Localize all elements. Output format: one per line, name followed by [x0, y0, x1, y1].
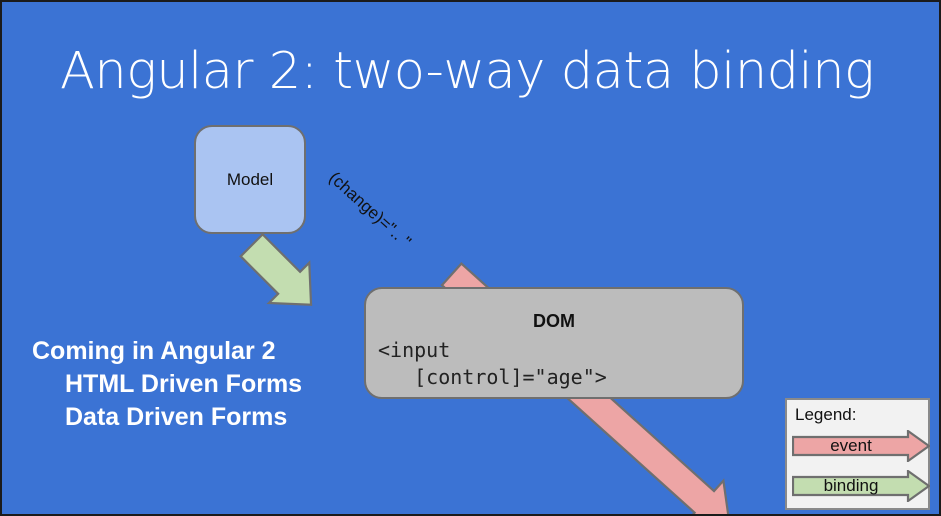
- event-arrow-label: (change)=".. ": [325, 168, 415, 252]
- coming-soon-block: Coming in Angular 2 HTML Driven Forms Da…: [32, 335, 302, 434]
- dom-box-code: <input [control]="age">: [378, 338, 607, 389]
- coming-soon-item-1: Data Driven Forms: [65, 403, 288, 431]
- legend-event-arrow-icon: [792, 430, 930, 462]
- legend-entry-event: event: [792, 430, 930, 462]
- model-box[interactable]: Model: [194, 125, 306, 234]
- dom-box-title: DOM: [533, 311, 575, 331]
- legend-box: Legend: event binding: [785, 398, 930, 510]
- legend-binding-arrow-icon: [792, 470, 930, 502]
- legend-title: Legend:: [795, 405, 857, 424]
- dom-box[interactable]: DOM <input [control]="age">: [364, 287, 744, 399]
- coming-soon-item-0: HTML Driven Forms: [65, 370, 303, 398]
- coming-soon-heading: Coming in Angular 2: [32, 337, 276, 365]
- legend-entry-binding: binding: [792, 470, 930, 502]
- model-box-label: Model: [226, 169, 274, 189]
- page-title: Angular 2: two-way data binding: [60, 42, 875, 101]
- binding-arrow: [239, 232, 313, 306]
